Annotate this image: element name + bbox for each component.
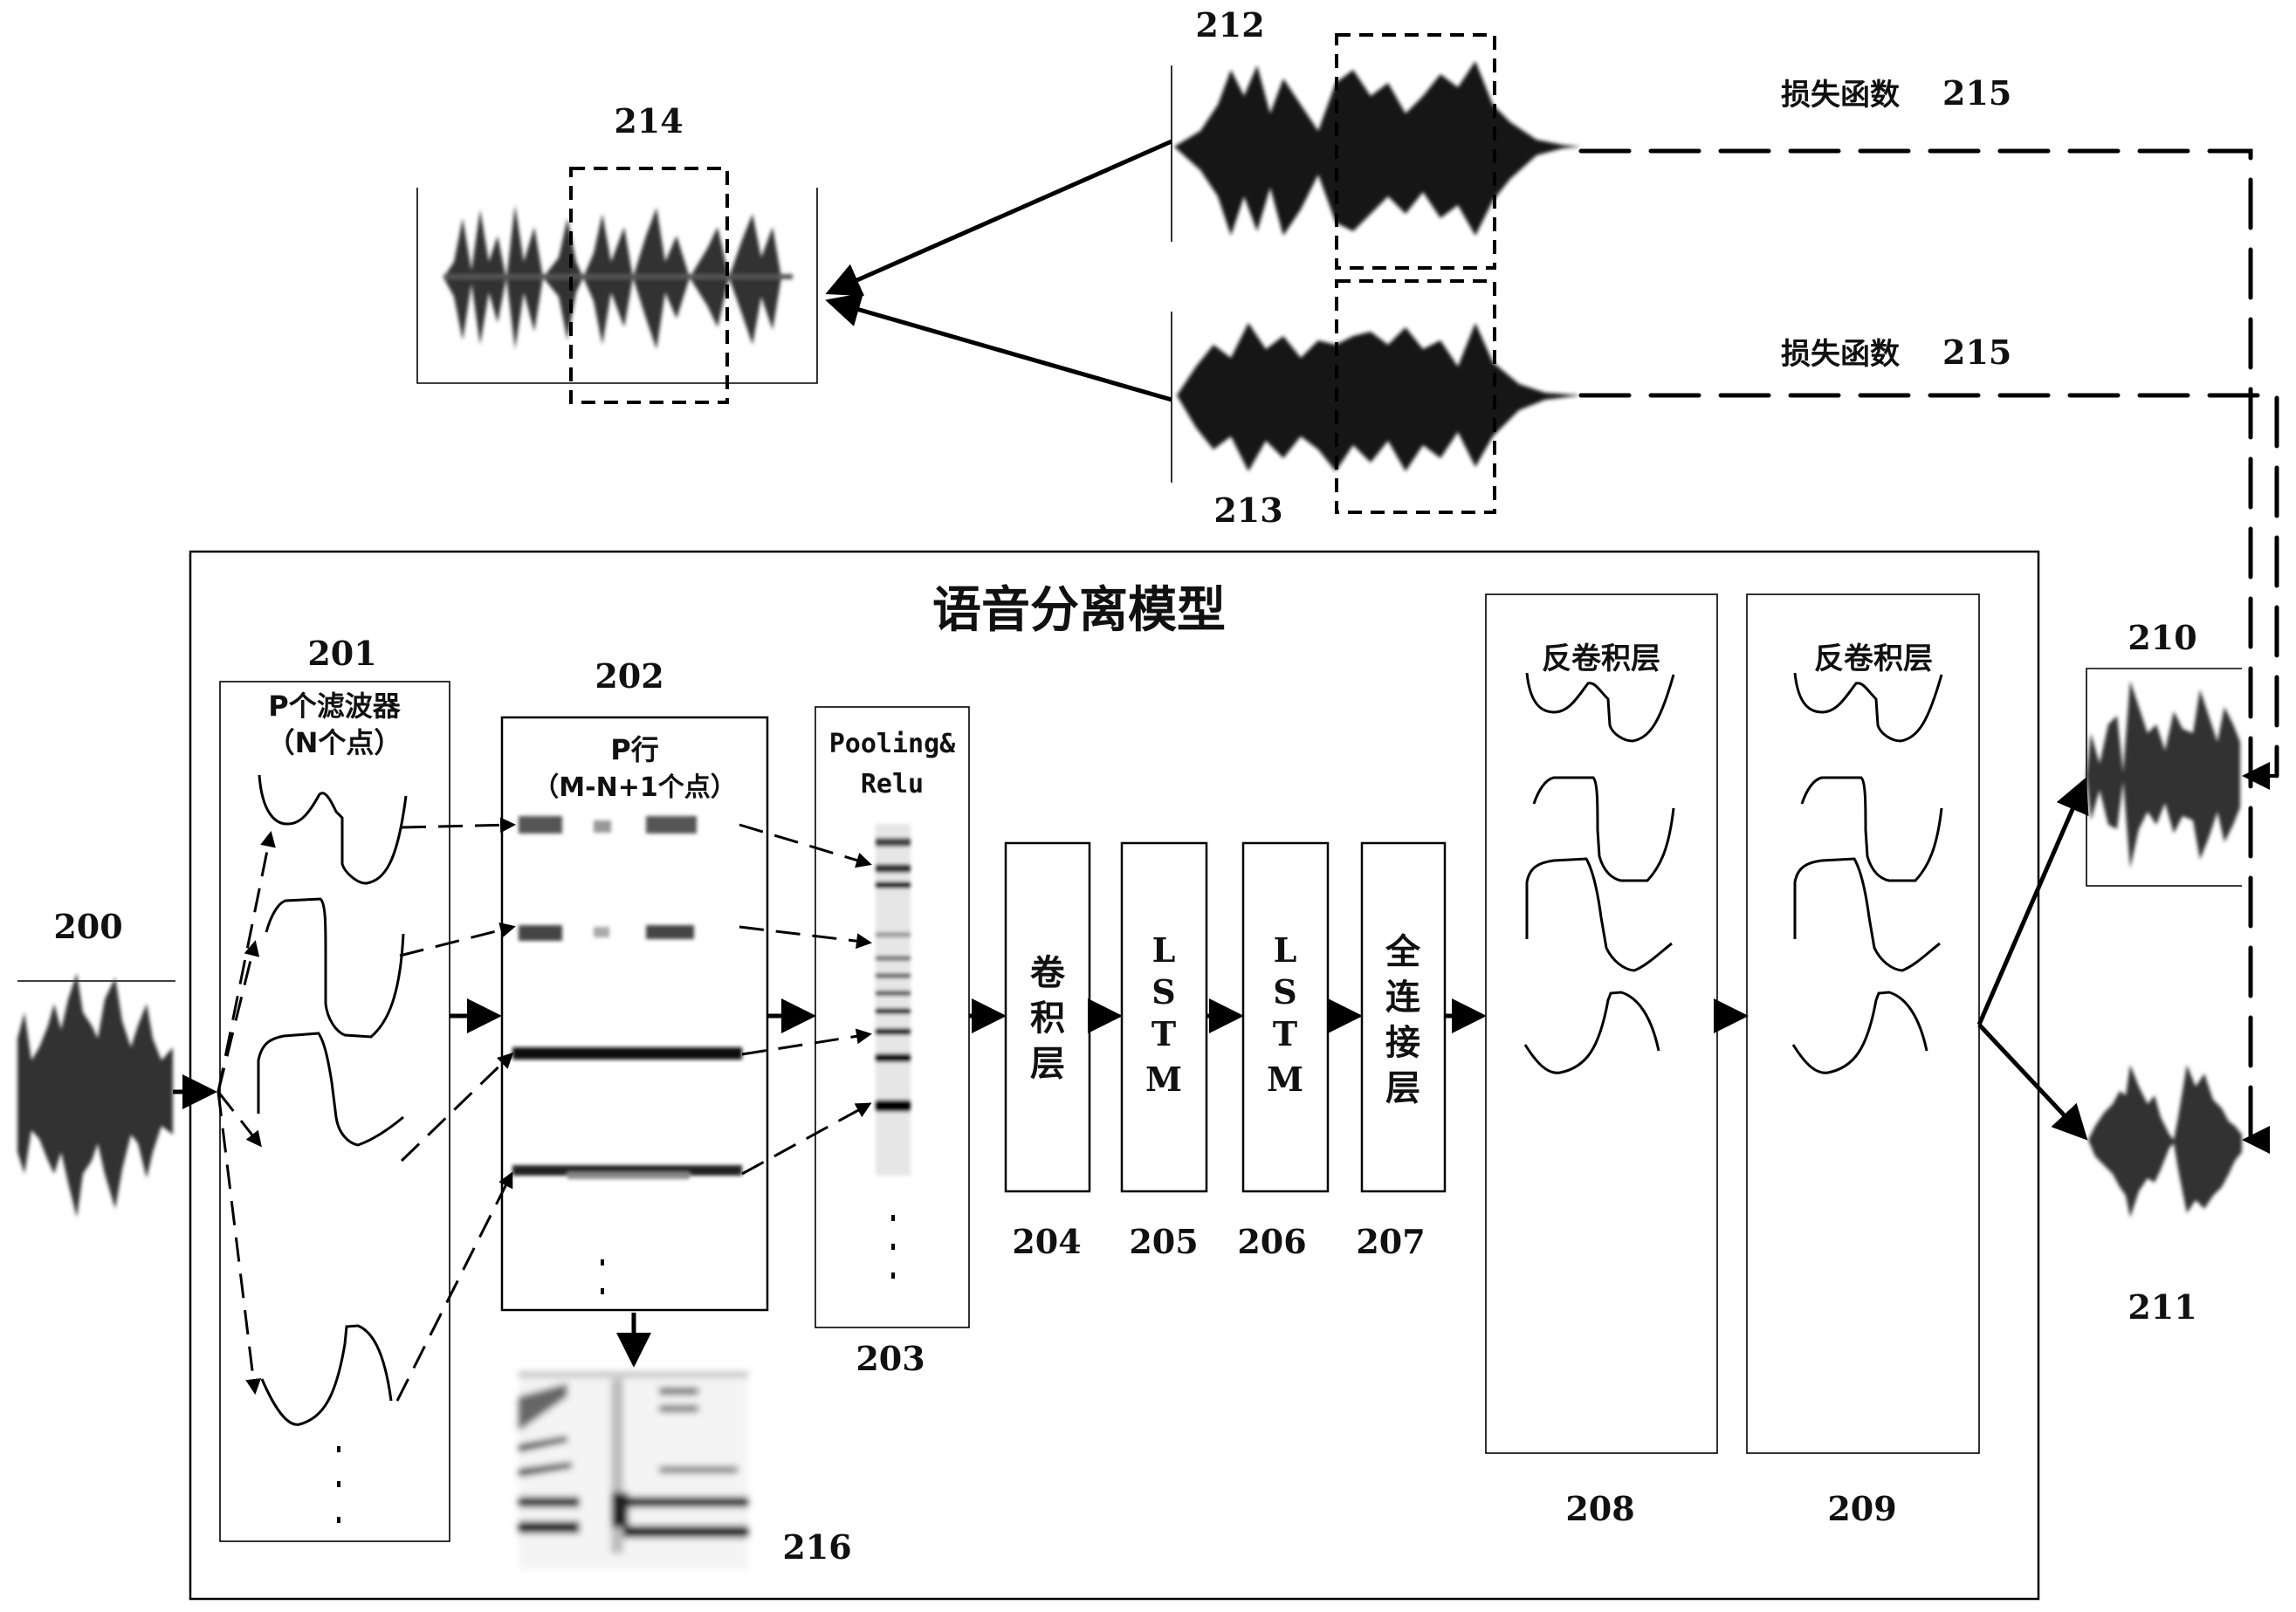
target-waveform-212: 212 xyxy=(1171,5,1581,270)
ref-label-209: 209 xyxy=(1827,1489,1896,1528)
ref-label-205: 205 xyxy=(1129,1222,1198,1261)
layer-char: 接 xyxy=(1385,1023,1420,1063)
lstm-layer-205: L S T M 205 xyxy=(1120,841,1208,1261)
arrow-213-to-214 xyxy=(825,292,1172,402)
ref-label-204: 204 xyxy=(1012,1222,1081,1261)
output-axes xyxy=(2086,668,2242,887)
deconv-box xyxy=(1746,593,1980,1454)
pooling-relu-block-203: Pooling& Relu 203 xyxy=(739,706,970,1378)
layer-char: T xyxy=(1151,1014,1176,1053)
filters-subtitle: （N个点） xyxy=(267,726,402,759)
feature-row-strips xyxy=(512,816,742,1179)
loss-label-text: 损失函数 xyxy=(1781,337,1900,372)
window-dashed-rect-212 xyxy=(1335,33,1496,270)
ref-label-207: 207 xyxy=(1356,1222,1425,1261)
rows-subtitle: （M-N+1个点） xyxy=(533,772,736,803)
spectrogram-icon xyxy=(519,1370,748,1569)
layer-char: T xyxy=(1273,1014,1297,1053)
layer-char: L xyxy=(1152,930,1176,970)
waveform-icon xyxy=(1177,323,1581,471)
layer-char: 连 xyxy=(1385,977,1421,1018)
layer-char: S xyxy=(1273,972,1296,1012)
loss-ref: 215 xyxy=(1942,73,2011,113)
loss-path-212-to-211 xyxy=(1578,148,2255,1142)
ref-label-214: 214 xyxy=(614,101,683,141)
model-title: 语音分离模型 xyxy=(932,582,1226,639)
layer-char: S xyxy=(1151,972,1175,1012)
rows-box xyxy=(500,716,769,1312)
layer-char: 层 xyxy=(1030,1044,1065,1084)
deconv-layer-208: 反卷积层 208 xyxy=(1485,593,1718,1528)
ref-label-208: 208 xyxy=(1565,1489,1634,1528)
filter-fanout-arrows xyxy=(217,831,276,1395)
ref-label-202: 202 xyxy=(595,656,663,696)
arrow-209-to-210 xyxy=(1976,777,2089,1026)
filters-ellipsis xyxy=(337,1446,340,1523)
rows-title: P行 xyxy=(610,733,658,766)
waveform-icon xyxy=(2088,1065,2242,1218)
loss-function-label-1: 损失函数 215 xyxy=(1781,73,2011,113)
ref-label-203: 203 xyxy=(856,1339,925,1378)
target-waveform-213: 213 xyxy=(1171,279,1581,530)
output-waveform-210: 210 xyxy=(2086,618,2242,887)
loss-function-label-2: 损失函数 215 xyxy=(1781,333,2011,372)
ref-label-210: 210 xyxy=(2128,618,2196,657)
arrow-209-to-211 xyxy=(1977,1023,2088,1141)
loss-path-213-to-210 xyxy=(1578,393,2279,779)
feature-rows-block-202: 202 P行 （M-N+1个点） xyxy=(395,656,769,1402)
lstm-layer-206: L S T M 206 xyxy=(1237,841,1330,1261)
layer-char: L xyxy=(1274,930,1297,970)
layer-char: 层 xyxy=(1385,1068,1420,1108)
filter-to-row-arrows xyxy=(395,817,516,1402)
mixture-axes xyxy=(416,188,818,384)
row-to-pool-arrows xyxy=(739,823,872,1176)
speech-separation-model-box xyxy=(189,550,2040,1601)
window-dashed-rect-214 xyxy=(569,167,729,404)
pooled-feature-strip xyxy=(876,824,911,1176)
layer-char: 卷 xyxy=(1030,953,1066,993)
input-mixture-200: 200 xyxy=(17,907,217,1218)
rows-ellipsis xyxy=(601,1259,604,1294)
deconv-title: 反卷积层 xyxy=(1814,641,1933,676)
waveform-icon xyxy=(443,205,793,349)
deconv-layer-209: 反卷积层 209 xyxy=(1746,593,1980,1528)
layer-char: M xyxy=(1267,1060,1303,1099)
ref-label-216: 216 xyxy=(782,1527,851,1567)
pooling-subtitle: Relu xyxy=(861,769,924,799)
layer-char: 积 xyxy=(1030,998,1065,1039)
arrow-212-to-214 xyxy=(825,139,1173,297)
ref-label-211: 211 xyxy=(2128,1287,2196,1327)
pooling-title: Pooling& xyxy=(829,729,956,759)
ref-label-200: 200 xyxy=(53,907,122,946)
waveform-icon xyxy=(1174,61,1581,236)
waveform-icon xyxy=(2086,681,2240,868)
filter-curve-4 xyxy=(260,1324,393,1426)
layer-char: M xyxy=(1145,1060,1182,1099)
filter-curve-3 xyxy=(257,1032,404,1147)
filter-curve-1 xyxy=(258,774,408,885)
ref-label-213: 213 xyxy=(1213,490,1282,530)
loss-ref: 215 xyxy=(1942,333,2011,372)
deconv-title: 反卷积层 xyxy=(1542,641,1660,676)
filters-block-201: 201 P个滤波器 （N个点） xyxy=(217,634,450,1542)
layer-char: 全 xyxy=(1385,932,1421,972)
filter-curve-2 xyxy=(265,897,405,1039)
mixture-waveform-panel: 214 xyxy=(416,101,818,404)
pooling-ellipsis xyxy=(891,1215,895,1279)
conv-layer-204: 卷 积 层 204 xyxy=(1004,841,1091,1261)
deconv-curves xyxy=(1791,672,1943,1074)
spectrogram-216: 216 xyxy=(519,1370,852,1569)
ref-label-201: 201 xyxy=(307,634,376,673)
filters-title: P个滤波器 xyxy=(268,689,401,723)
window-dashed-rect-213 xyxy=(1335,279,1496,514)
output-waveform-211: 211 xyxy=(2088,1065,2242,1327)
loss-label-text: 损失函数 xyxy=(1781,78,1900,113)
ref-label-212: 212 xyxy=(1195,5,1264,45)
ref-label-206: 206 xyxy=(1237,1222,1306,1261)
deconv-curves xyxy=(1523,672,1675,1074)
fully-connected-layer-207: 全 连 接 层 207 xyxy=(1356,841,1447,1261)
waveform-icon xyxy=(17,973,173,1218)
